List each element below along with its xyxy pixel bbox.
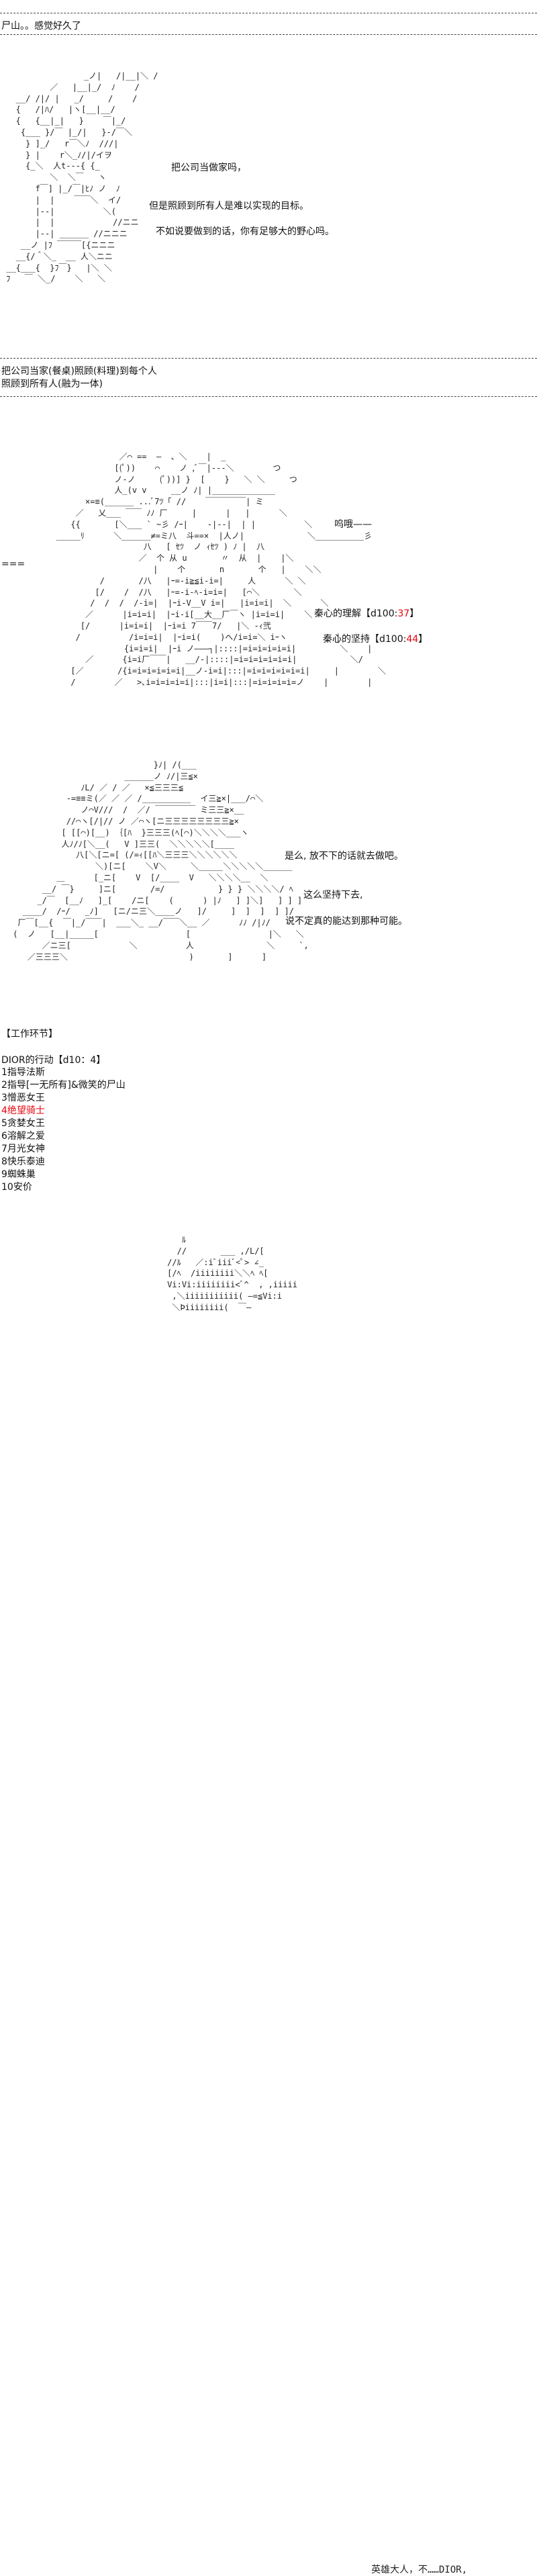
list-item: 9蜘蛛巢	[1, 1169, 36, 1180]
list-item: 7月光女神	[1, 1144, 45, 1154]
dialogue-line: 把公司当做家吗，	[171, 163, 246, 173]
dice-roll-line: 秦心的理解【d100:37】	[314, 608, 420, 619]
sound-effect: 呜哦——	[334, 519, 372, 530]
ascii-art-figure-4: ﾙ // ___ ,/L/[ //ﾙ ／:iﾞiiiﾞ<ﾟ> ∠_ [/ﾍ /i…	[167, 1235, 468, 2575]
divider	[0, 358, 537, 359]
list-item: 10安价	[1, 1182, 32, 1193]
dialogue-line: 是么, 放不下的话就去做吧。	[285, 851, 403, 862]
list-item: 1指导法斯	[1, 1067, 45, 1078]
list-item-highlighted: 4绝望骑士	[1, 1105, 45, 1116]
list-item: 6溶解之爱	[1, 1131, 45, 1142]
section-header: 照顾到所有人(融为一体)	[1, 379, 103, 389]
section-header: 尸山。。感觉好久了	[1, 21, 81, 32]
dice-roll-value: 37	[397, 608, 410, 619]
ascii-art-figure-3: }ﾉ| /(___ ______ノ ﾉ/|三≦× ﾉL/ ／ / ／ ×≦三三三…	[13, 760, 309, 962]
ascii-art-figure-1: _ノ| /|__|＼ / ／ |__|_/ ﾉ / __/ /|/ | _/ /…	[6, 71, 158, 284]
divider	[0, 396, 537, 397]
left-mark: ===	[1, 559, 26, 569]
ascii-art-figure-2: ／⌒ == ― 、＼ | _ [(ﾟ)) ⌒ ノ ,ﾞ￣|---＼ つ ノ-ノ …	[56, 452, 386, 687]
list-item: 3憎恶女王	[1, 1093, 45, 1103]
list-item: 2指导[一无所有]&微笑的尸山	[1, 1080, 126, 1091]
action-roll-line: DIOR的行动【d10：4】	[1, 1055, 106, 1066]
work-section-title: 【工作环节】	[1, 1029, 58, 1040]
dialogue-line: 但是照顾到所有人是难以实现的目标。	[149, 201, 309, 212]
dice-roll-value: 44	[406, 634, 419, 645]
list-item: 8快乐泰迪	[1, 1156, 45, 1167]
section-header: 把公司当家(餐桌)照顾(料理)到每个人	[1, 366, 157, 377]
dialogue-line: 不如说要做到的话，你有足够大的野心吗。	[156, 226, 334, 237]
action-list: 1指导法斯 2指导[一无所有]&微笑的尸山 3憎恶女王 4绝望骑士 5贪婪女王 …	[1, 1066, 126, 1194]
dialogue-line: 这么坚持下去,	[303, 890, 363, 901]
list-item: 5贪婪女王	[1, 1118, 45, 1129]
divider	[0, 34, 537, 35]
dice-roll-line: 秦心的坚持【d100:44】	[323, 634, 428, 645]
dialogue-line: 说不定真的能达到那种可能。	[285, 916, 407, 927]
dialogue-line: 英雄大人，不……DIOR,	[371, 2565, 468, 2575]
